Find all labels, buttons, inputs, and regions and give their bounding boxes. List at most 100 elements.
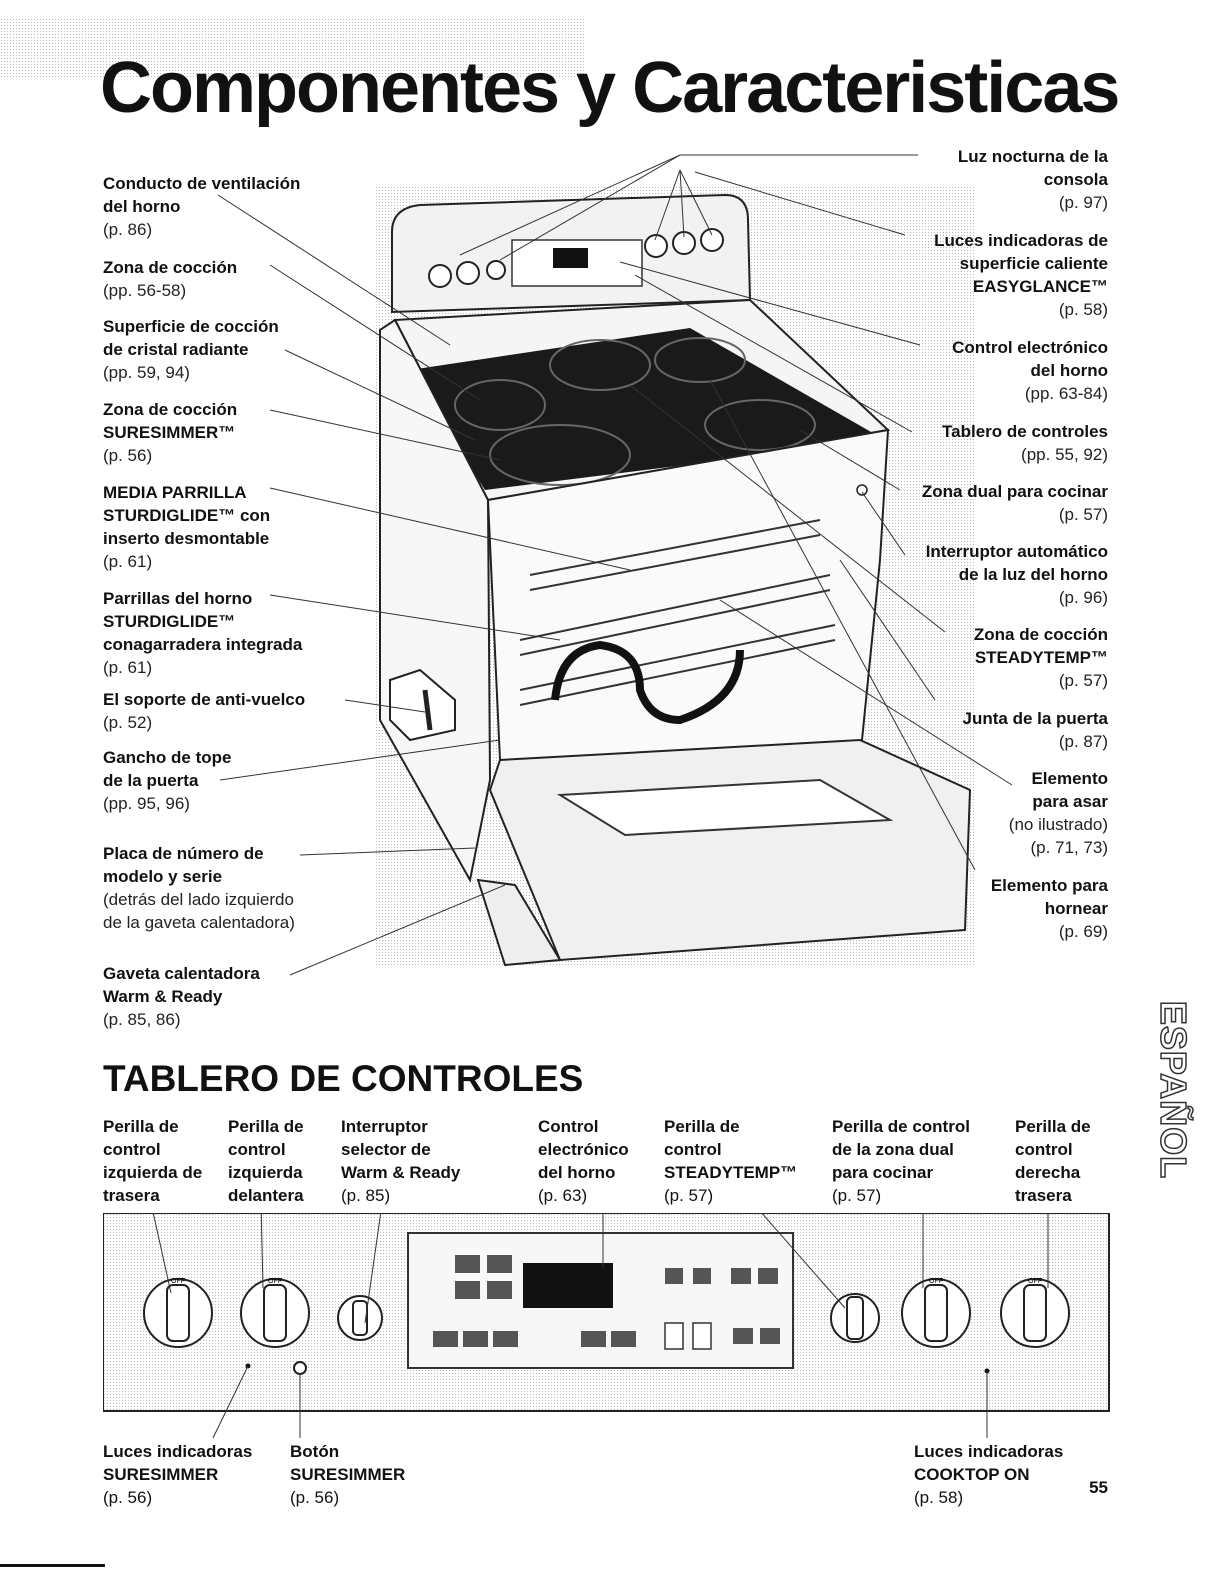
svg-text:OFF: OFF (268, 1278, 282, 1285)
knob-warm-ready (337, 1295, 383, 1341)
section-title: TABLERO DE CONTROLES (103, 1058, 584, 1099)
page-ref: (p. 96) (1058, 588, 1108, 607)
label-anti-tip: El soporte de anti-vuelco (p. 52) (103, 688, 305, 734)
label-text: control (664, 1140, 722, 1159)
label-text: trasera (103, 1186, 160, 1205)
label-text: del horno (538, 1163, 616, 1182)
label-text: Perilla de (228, 1117, 304, 1136)
label-text: Placa de número de (103, 844, 264, 863)
label-text: Gancho de tope (103, 748, 232, 767)
label-text: electrónico (538, 1140, 629, 1159)
label-text: de la zona dual (832, 1140, 954, 1159)
label-glass-surface: Superficie de cocción de cristal radiant… (103, 315, 279, 384)
anti-tip-bracket (389, 668, 456, 742)
label-text: SURESIMMER™ (103, 423, 236, 442)
label-text: delantera (228, 1186, 304, 1205)
page-ref: (p. 71, 73) (1030, 838, 1109, 857)
label-suresimmer-button: Botón SURESIMMER (p. 56) (290, 1440, 405, 1509)
svg-text:OFF: OFF (1028, 1278, 1042, 1285)
label-control-panel: Tablero de controles (pp. 55, 92) (942, 420, 1108, 466)
label-text: COOKTOP ON (914, 1465, 1030, 1484)
page-ref: (p. 57) (664, 1186, 714, 1205)
label-text: selector de (341, 1140, 431, 1159)
label-text: EASYGLANCE™ (972, 277, 1108, 296)
label-door-stop: Gancho de tope de la puerta (pp. 95, 96) (103, 746, 231, 815)
label-cooktop-on-lights: Luces indicadoras COOKTOP ON (p. 58) (914, 1440, 1063, 1509)
label-text: superficie caliente (959, 254, 1108, 273)
label-text: para cocinar (832, 1163, 934, 1182)
knob-dual-zone: OFF (901, 1278, 971, 1348)
label-model-plate: Placa de número de modelo y serie (detrá… (103, 842, 295, 934)
page-ref: (p. 97) (1058, 193, 1108, 212)
label-text: STURDIGLIDE™ (103, 612, 236, 631)
page-ref: (pp. 55, 92) (1021, 445, 1108, 464)
label-steadytemp-zone: Zona de cocción STEADYTEMP™ (p. 57) (974, 623, 1108, 692)
page-ref: (p. 57) (832, 1186, 882, 1205)
page-ref: (p. 69) (1058, 922, 1108, 941)
page-number: 55 (1089, 1478, 1108, 1497)
page-ref: (p. 56) (290, 1488, 340, 1507)
page-ref: (p. 57) (1058, 505, 1108, 524)
panel-leader-lines (152, 1213, 1049, 1324)
label-text: Elemento (1031, 769, 1108, 788)
label-text: Perilla de (664, 1117, 740, 1136)
leader-lines (217, 154, 1013, 976)
page-ref: (p. 61) (103, 552, 153, 571)
label-text: Elemento para (990, 876, 1108, 895)
label-text: izquierda de (103, 1163, 203, 1182)
label-half-rack: MEDIA PARRILLA STURDIGLIDE™ con inserto … (103, 481, 270, 573)
range-illustration (217, 154, 1013, 976)
knob-right-rear: OFF (1000, 1278, 1070, 1348)
page-ref: (pp. 56-58) (103, 281, 187, 300)
door-window (556, 778, 894, 837)
label-text: STURDIGLIDE™ con (103, 506, 271, 525)
oven-racks (519, 519, 836, 706)
label-night-light: Luz nocturna de la consola (p. 97) (958, 145, 1108, 214)
page-ref: (p. 61) (103, 658, 153, 677)
label-oven-control: Control electrónico del horno (p. 63) (538, 1115, 629, 1207)
label-text: Interruptor (341, 1117, 428, 1136)
page-ref: (detrás del lado izquierdo (103, 890, 294, 909)
label-text: Zona de cocción (973, 625, 1108, 644)
warming-drawer (476, 878, 562, 967)
label-electronic-control: Control electrónico del horno (pp. 63-84… (952, 336, 1108, 405)
svg-text:OFF: OFF (929, 1278, 943, 1285)
svg-text:OFF: OFF (171, 1278, 185, 1285)
label-text: para asar (1032, 792, 1108, 811)
oven-body (379, 318, 492, 883)
label-text: Botón (290, 1442, 340, 1461)
label-text: control (1015, 1140, 1073, 1159)
page-ref: (p. 56) (103, 1488, 153, 1507)
cooking-zones (454, 337, 816, 486)
light-switch (856, 484, 868, 496)
page-ref: (pp. 95, 96) (103, 794, 190, 813)
label-door-gasket: Junta de la puerta (p. 87) (963, 707, 1108, 753)
label-text: hornear (1044, 899, 1108, 918)
label-bake-element: Elemento para hornear (p. 69) (991, 874, 1108, 943)
label-text: SURESIMMER (103, 1465, 219, 1484)
label-text: del horno (103, 197, 181, 216)
label-text: de la puerta (103, 771, 199, 790)
label-suresimmer-zone: Zona de cocción SURESIMMER™ (p. 56) (103, 398, 237, 467)
label-text: Zona dual para cocinar (921, 482, 1108, 501)
label-left-front-knob: Perilla de control izquierda delantera (228, 1115, 304, 1207)
label-right-rear-knob: Perilla de control derecha trasera (1015, 1115, 1091, 1207)
label-text: Parrillas del horno (103, 589, 253, 608)
label-text: Luz nocturna de la (957, 147, 1108, 166)
label-steadytemp-knob: Perilla de control STEADYTEMP™ (p. 57) (664, 1115, 797, 1207)
label-text: del horno (1030, 361, 1108, 380)
page-ref: (p. 58) (914, 1488, 964, 1507)
label-text: conagarradera integrada (103, 635, 303, 654)
page-ref: (pp. 63-84) (1024, 384, 1108, 403)
label-text: de cristal radiante (103, 340, 249, 359)
label-dual-zone-knob: Perilla de control de la zona dual para … (832, 1115, 970, 1207)
label-light-switch: Interruptor automático de la luz del hor… (926, 540, 1108, 609)
label-suresimmer-lights: Luces indicadoras SURESIMMER (p. 56) (103, 1440, 252, 1509)
label-text: de la luz del horno (958, 565, 1108, 584)
oven-cavity (486, 428, 890, 761)
label-text: Zona de cocción (103, 258, 238, 277)
label-cooking-zone: Zona de cocción (pp. 56-58) (103, 256, 237, 302)
label-text: Luces indicadoras de (934, 231, 1108, 250)
console-screen (553, 248, 588, 268)
